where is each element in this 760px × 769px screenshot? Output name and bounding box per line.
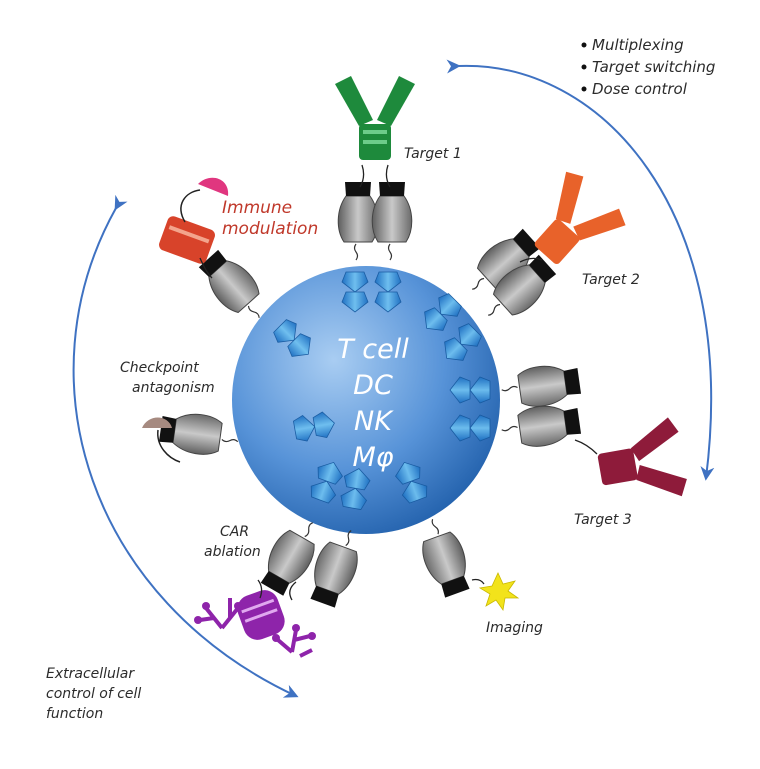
label-target-3: Target 3: [574, 512, 632, 528]
label-target-1: Target 1: [404, 146, 462, 162]
cell-type-macrophage: Mφ: [352, 442, 393, 473]
label-extracellular-line3: function: [46, 706, 103, 722]
bullet-target-switching: Target switching: [592, 58, 715, 76]
label-checkpoint-line1: Checkpoint: [120, 360, 199, 376]
label-target-2: Target 2: [582, 272, 640, 288]
bullet-dose-control: Dose control: [592, 80, 688, 98]
left-curved-arrow: [72, 194, 299, 698]
cell-type-dc: DC: [353, 370, 393, 401]
bullet-list: Multiplexing Target switching Dose contr…: [581, 36, 715, 98]
bullet-multiplexing: Multiplexing: [592, 36, 684, 54]
label-car-line2: ablation: [204, 544, 261, 560]
label-extracellular-line1: Extracellular: [46, 666, 135, 682]
cell-sphere: [232, 266, 500, 534]
label-car-line1: CAR: [220, 524, 249, 540]
car-ablation-fragment: [194, 579, 316, 658]
label-extracellular-line2: control of cell: [46, 686, 141, 702]
top-right-curved-arrow: [446, 59, 715, 481]
target1-antibody: [335, 76, 415, 160]
label-checkpoint-line2: antagonism: [132, 380, 215, 396]
imaging-star: [471, 572, 520, 612]
checkpoint-fragment: [142, 417, 181, 463]
label-imaging: Imaging: [486, 620, 543, 636]
label-immune-modulation-line1: Immune: [222, 198, 292, 218]
target3-antibody: [593, 416, 690, 510]
cell-type-nk: NK: [354, 406, 394, 437]
cell-type-t-cell: T cell: [337, 334, 409, 365]
label-immune-modulation-line2: modulation: [222, 219, 318, 239]
immune-modulation-fragment: [159, 177, 229, 279]
